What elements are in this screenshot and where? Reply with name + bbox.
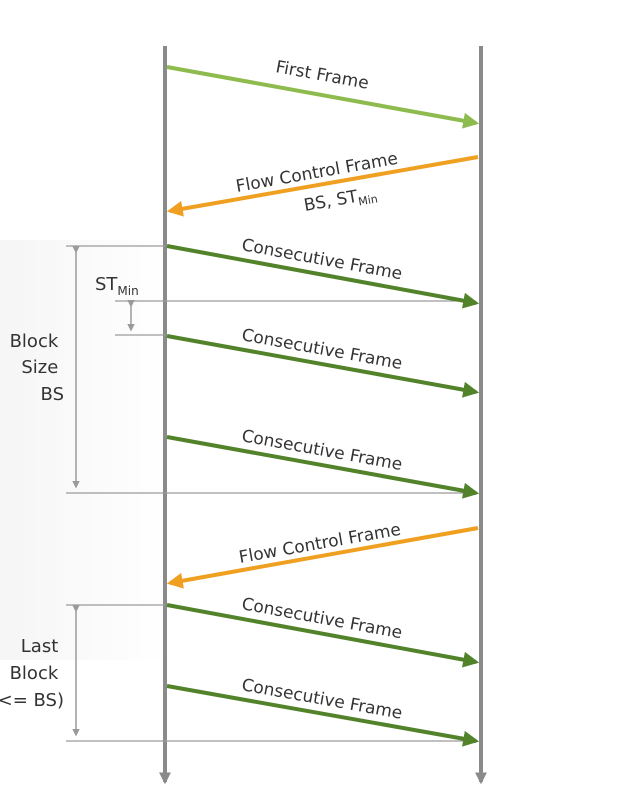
consecutive-arrow-4 bbox=[166, 603, 480, 668]
consecutive-label-4: Consecutive Frame bbox=[240, 594, 404, 643]
flow-control-label-1: Flow Control Frame bbox=[234, 149, 399, 197]
flow-control-label-2: Flow Control Frame bbox=[237, 520, 402, 568]
background-panel bbox=[0, 240, 170, 660]
message-consecutive-3: Consecutive Frame bbox=[166, 426, 480, 499]
message-first-frame: First Frame bbox=[166, 57, 480, 129]
block-size-label-line-2: Size bbox=[21, 357, 58, 378]
last-block-label-line-2: Block bbox=[10, 663, 59, 684]
flow-control-arrow-2 bbox=[166, 526, 479, 589]
message-flow-control-2: Flow Control Frame bbox=[166, 520, 479, 589]
message-consecutive-2: Consecutive Frame bbox=[166, 325, 480, 398]
consecutive-arrow-3 bbox=[166, 435, 480, 499]
message-consecutive-1: Consecutive Frame bbox=[166, 235, 480, 309]
flow-control-params: BS, STMin bbox=[302, 183, 378, 217]
last-block-label-line-1: Last bbox=[21, 636, 59, 657]
guide-lines bbox=[66, 245, 470, 742]
consecutive-label-2: Consecutive Frame bbox=[240, 325, 404, 374]
stmin-label: STMin bbox=[95, 274, 139, 298]
dimension-arrows bbox=[72, 246, 135, 737]
message-consecutive-5: Consecutive Frame bbox=[166, 675, 480, 747]
consecutive-arrow-1 bbox=[166, 244, 480, 309]
first-frame-arrow bbox=[166, 65, 480, 129]
flow-control-arrow-1 bbox=[166, 155, 479, 217]
last-block-label-line-3: (<= BS) bbox=[0, 690, 64, 711]
consecutive-arrow-5 bbox=[166, 684, 480, 747]
message-consecutive-4: Consecutive Frame bbox=[166, 594, 480, 668]
consecutive-label-5: Consecutive Frame bbox=[240, 675, 404, 724]
consecutive-arrow-2 bbox=[166, 334, 480, 398]
block-size-label-line-1: Block bbox=[10, 331, 59, 352]
block-size-label-line-3: BS bbox=[41, 384, 64, 405]
block-size-label: Block Size BS bbox=[10, 331, 64, 405]
consecutive-label-3: Consecutive Frame bbox=[240, 426, 404, 475]
message-flow-control-1: Flow Control Frame BS, STMin bbox=[166, 149, 479, 217]
consecutive-label-1: Consecutive Frame bbox=[240, 235, 404, 284]
last-block-label: Last Block (<= BS) bbox=[0, 636, 64, 711]
